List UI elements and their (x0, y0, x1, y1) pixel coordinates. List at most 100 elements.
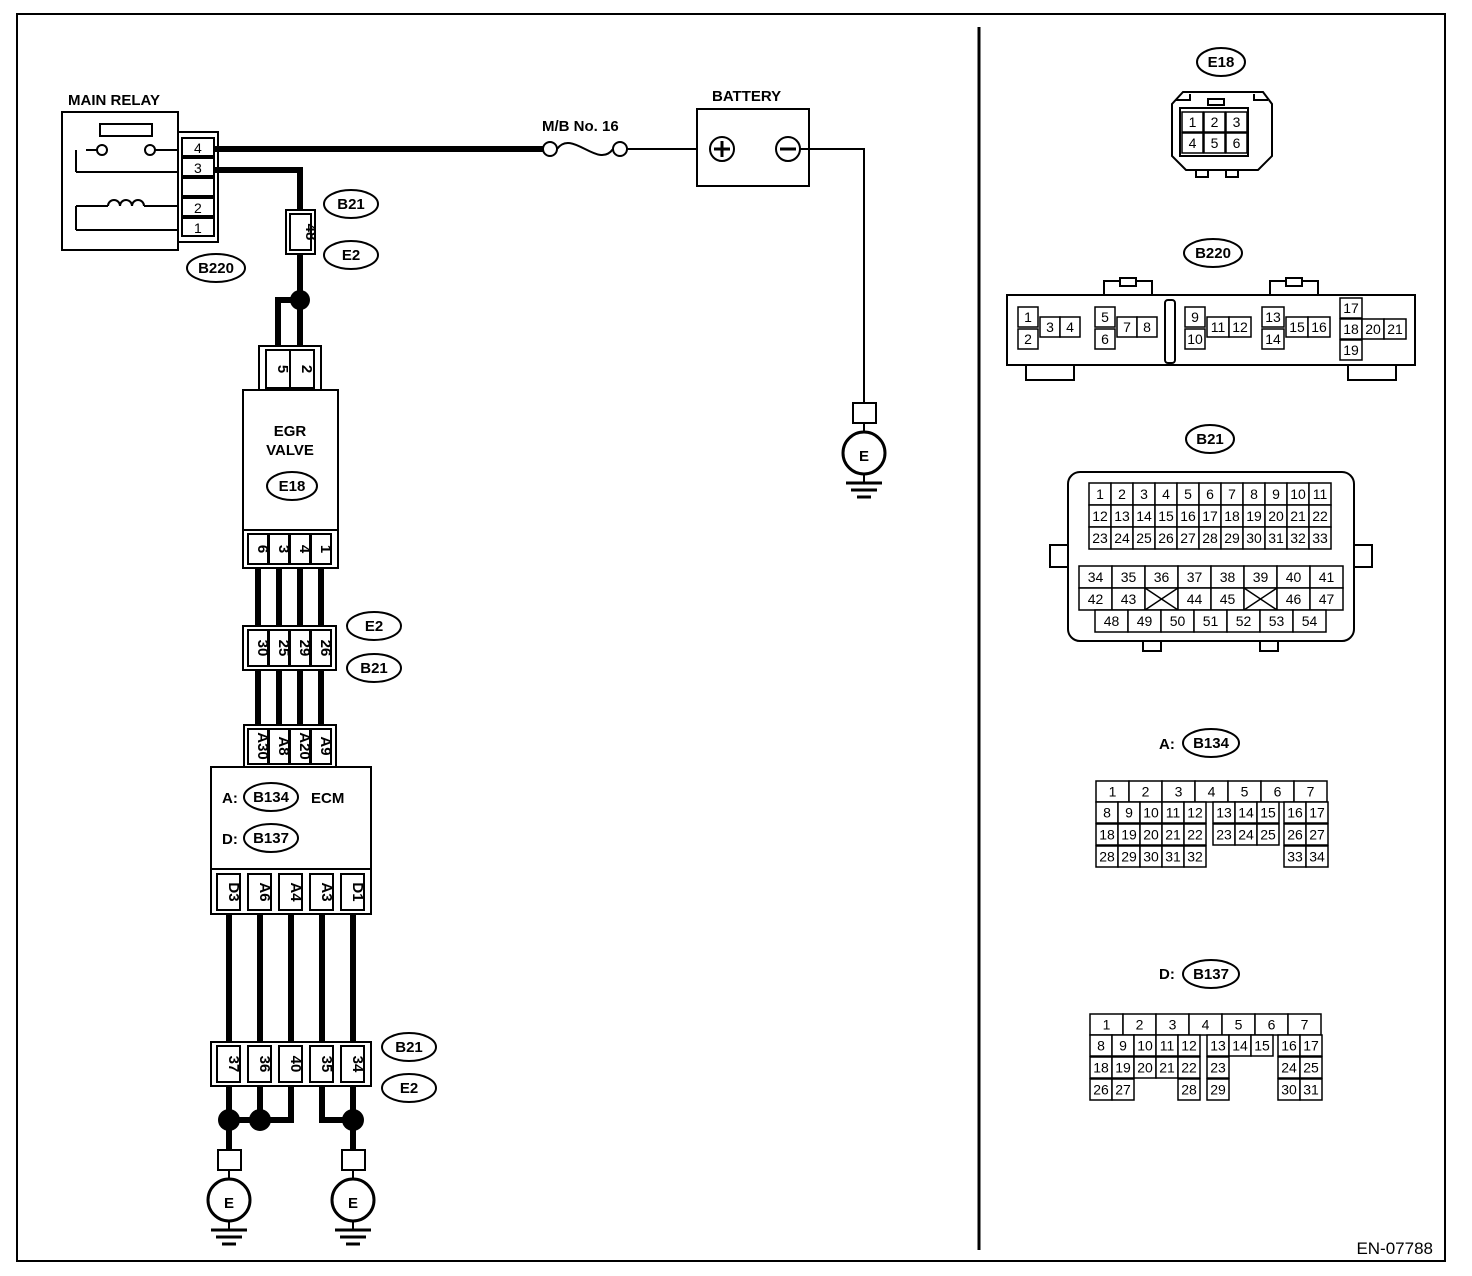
tag-e18-egr: E18 (279, 478, 306, 495)
joint-pin-48: 48 (302, 224, 319, 241)
b220-pin-7-label: 7 (1123, 319, 1131, 335)
b21-pin-44-label: 44 (1187, 591, 1203, 607)
b21-pin-36-label: 36 (1154, 569, 1170, 585)
battery-ground-icon: E (841, 402, 887, 499)
b134-pin-21-label: 21 (1165, 827, 1181, 843)
egr-pin-3: 3 (275, 545, 292, 553)
b220-pin-16: 16 (1307, 316, 1331, 338)
b137-pin-26: 26 (1089, 1078, 1113, 1101)
tag-e2-mid: E2 (365, 618, 383, 635)
b137-pin-23: 23 (1206, 1056, 1230, 1079)
ecm: A30 A8 A20 A9 A: B134 ECM D: B137 D3 A6 … (210, 724, 372, 915)
b220-pin-11-label: 11 (1211, 319, 1226, 335)
b21-pin-16-label: 16 (1180, 508, 1196, 524)
b134-pin-12-label: 12 (1187, 805, 1203, 821)
e18-pin-4: 4 (1181, 132, 1204, 154)
ecm-pin-a30: A30 (254, 732, 271, 760)
tag-b21-bottom: B21 (395, 1039, 423, 1056)
b21-pin-1: 1 (1088, 482, 1112, 506)
b137-pin-30-label: 30 (1281, 1082, 1297, 1098)
b21-pin-7: 7 (1220, 482, 1244, 506)
b21-pin-6-label: 6 (1206, 486, 1214, 502)
b134-pin-27: 27 (1305, 823, 1329, 846)
fuse: M/B No. 16 (542, 118, 628, 157)
e18-pin-6-label: 6 (1233, 135, 1241, 151)
b21-pin-26: 26 (1154, 526, 1178, 550)
b134-pin-11-label: 11 (1166, 805, 1181, 821)
battery-ground-label: E (859, 448, 869, 465)
b21-pin-33: 33 (1308, 526, 1332, 550)
b137-pin-30: 30 (1277, 1078, 1301, 1101)
relay-pin-4: 4 (194, 140, 202, 156)
b137-prefix: D: (1159, 966, 1175, 983)
b137-pin-7: 7 (1287, 1013, 1322, 1036)
egr-title-line2: VALVE (266, 442, 314, 459)
b134-pin-23-label: 23 (1216, 827, 1232, 843)
egr-pin-6: 6 (254, 545, 271, 553)
b21-pin-12-label: 12 (1092, 508, 1108, 524)
b21-pin-45: 45 (1210, 587, 1245, 611)
b21-pin-11-label: 11 (1313, 486, 1328, 502)
b137-pin-4: 4 (1188, 1013, 1223, 1036)
b137-pin-13: 13 (1206, 1034, 1230, 1057)
tag-b220-view: B220 (1195, 245, 1231, 262)
b21-pin-14-label: 14 (1136, 508, 1152, 524)
wire-relay-joint48 (214, 167, 303, 212)
b21-pin-51-label: 51 (1203, 613, 1219, 629)
b134-pin-19: 19 (1117, 823, 1141, 846)
egr-pin-2: 2 (298, 365, 315, 373)
b134-pin-30: 30 (1139, 845, 1163, 868)
b134-pin-28: 28 (1095, 845, 1119, 868)
b21-pin-7-label: 7 (1228, 486, 1236, 502)
b21-pin-34-label: 34 (1088, 569, 1104, 585)
b21-pin-43: 43 (1111, 587, 1146, 611)
b134-pin-7-label: 7 (1307, 784, 1315, 800)
b21-pin-13-label: 13 (1114, 508, 1130, 524)
b137-pin-20: 20 (1133, 1056, 1157, 1079)
b137-pin-14: 14 (1228, 1034, 1252, 1057)
relay-pin-2: 2 (194, 200, 202, 216)
b137-pin-22: 22 (1177, 1056, 1201, 1079)
main-relay-title: MAIN RELAY (68, 92, 160, 109)
b21-pin-3-label: 3 (1140, 486, 1148, 502)
b134-pin-31-label: 31 (1165, 849, 1181, 865)
b134-pin-16: 16 (1283, 801, 1307, 824)
b134-pin-6-label: 6 (1274, 784, 1282, 800)
b220-pin-19-label: 19 (1343, 342, 1359, 358)
tag-b21-view: B21 (1196, 431, 1224, 448)
b21-pin-54-label: 54 (1302, 613, 1318, 629)
tag-b137-ecm: B137 (253, 830, 289, 847)
b21-pin-10: 10 (1286, 482, 1310, 506)
b21-pin-43-label: 43 (1121, 591, 1137, 607)
e18-pin-3-label: 3 (1233, 114, 1241, 130)
b21-pin-54: 54 (1292, 609, 1327, 633)
joint-b21-e2-top: 48 B21 E2 (285, 189, 379, 270)
splice-dot-ground-1 (218, 1109, 240, 1131)
tag-e2-bottom: E2 (400, 1080, 418, 1097)
b21-pin-49: 49 (1127, 609, 1162, 633)
b134-pin-22: 22 (1183, 823, 1207, 846)
b134-prefix: A: (1159, 736, 1175, 753)
b21-pin-26-label: 26 (1158, 530, 1174, 546)
b220-pin-13-label: 13 (1265, 309, 1281, 325)
b21-pin-53-label: 53 (1269, 613, 1285, 629)
b21-pin-3: 3 (1132, 482, 1156, 506)
b134-pin-24-label: 24 (1238, 827, 1254, 843)
b220-pin-1: 1 (1017, 306, 1039, 328)
egr-valve: 5 2 EGR VALVE E18 6 3 4 1 (242, 345, 339, 569)
b220-pin-6-label: 6 (1101, 331, 1109, 347)
b21-pin-32-label: 32 (1290, 530, 1306, 546)
b220-pin-20-label: 20 (1365, 321, 1381, 337)
b134-pin-10: 10 (1139, 801, 1163, 824)
b21-pin-16: 16 (1176, 504, 1200, 528)
b21-pin-28-label: 28 (1202, 530, 1218, 546)
b134-pin-19-label: 19 (1121, 827, 1137, 843)
b137-pin-14-label: 14 (1232, 1038, 1248, 1054)
b21-pin-50: 50 (1160, 609, 1195, 633)
b134-pin-9: 9 (1117, 801, 1141, 824)
b134-pin-2: 2 (1128, 780, 1163, 803)
b21-pin-4: 4 (1154, 482, 1178, 506)
ecm-pin-d1: D1 (349, 882, 366, 901)
b137-pin-2-label: 2 (1136, 1017, 1144, 1033)
